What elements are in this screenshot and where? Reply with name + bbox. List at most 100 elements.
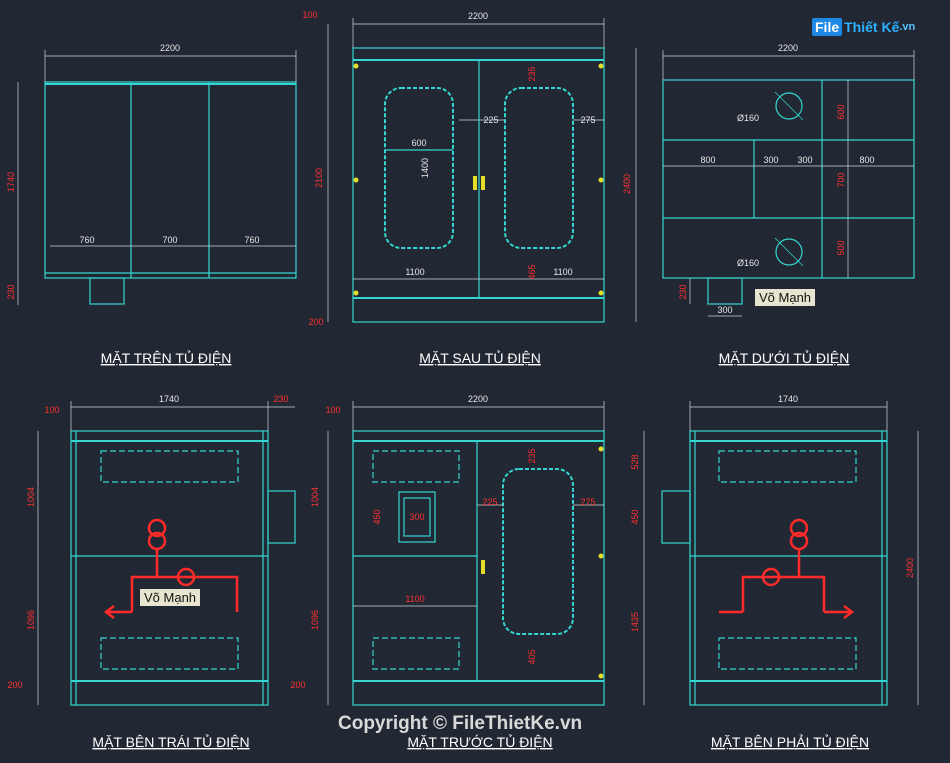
back-w1100b-label: 1100 [553, 267, 572, 277]
top-seg2-label: 700 [162, 235, 177, 245]
front-view [352, 430, 605, 706]
top-height-label: 1740 [6, 172, 16, 192]
bottom-hole-top [775, 92, 803, 120]
bottom-width-label: 2200 [778, 43, 798, 53]
back-base-label: 200 [308, 317, 323, 327]
site-logo: File Thiết Kế .vn [812, 14, 915, 40]
left-h1096-label: 1096 [26, 610, 36, 630]
front-vent-top [372, 450, 460, 483]
left-side-label: 230 [273, 394, 288, 404]
top-width-label: 2200 [160, 43, 180, 53]
right-vent-bottom [718, 637, 857, 670]
bottom-w300b-label: 300 [797, 155, 812, 165]
front-d275-label: 275 [580, 497, 595, 507]
bottom-view-dimensions [662, 50, 915, 317]
top-view-dimensions [17, 50, 297, 305]
front-d225-label: 225 [482, 497, 497, 507]
bottom-h700-label: 700 [836, 172, 846, 187]
back-window-left [384, 87, 454, 249]
left-base-label: 200 [7, 680, 22, 690]
front-h1004-label: 1004 [310, 487, 320, 507]
bottom-view [662, 79, 915, 305]
back-window-right [504, 87, 574, 249]
back-w600-label: 600 [411, 138, 426, 148]
front-meter [398, 491, 436, 543]
top-seg1-label: 760 [79, 235, 94, 245]
left-view-title: MẶT BÊN TRÁI TỦ ĐIỆN [92, 733, 249, 750]
back-view-title: MẶT SAU TỦ ĐIỆN [419, 349, 541, 366]
bottom-w800a-label: 800 [700, 155, 715, 165]
bottom-view-panel [662, 79, 915, 279]
front-d235-label: 235 [527, 448, 537, 463]
author-tag-bottom-view: Võ Mạnh [755, 289, 816, 306]
back-d275-label: 275 [580, 115, 595, 125]
right-total-label: 2400 [905, 558, 915, 578]
front-width-label: 2200 [468, 394, 488, 404]
top-view-panel [44, 81, 297, 279]
front-window [502, 468, 574, 635]
left-side-box [267, 490, 296, 544]
front-top-label: 100 [325, 405, 340, 415]
bottom-w300a-label: 300 [763, 155, 778, 165]
top-view-cable-box [89, 277, 125, 305]
left-symbol [103, 518, 239, 619]
front-base-label: 200 [290, 680, 305, 690]
back-handles [353, 63, 604, 296]
front-h1096-label: 1096 [310, 610, 320, 630]
logo-name: Thiết Kế [844, 19, 900, 35]
left-view-frame [70, 430, 269, 706]
bottom-hole-bottom [775, 238, 803, 266]
bottom-base-label: 230 [678, 284, 688, 299]
right-side-box [661, 490, 691, 544]
right-vent-top [718, 450, 857, 483]
back-width-label: 2200 [468, 11, 488, 21]
right-view-title: MẶT BÊN PHẢI TỦ ĐIỆN [711, 733, 869, 750]
left-width-label: 1740 [159, 394, 179, 404]
right-view-frame [689, 430, 888, 706]
back-w1100a-label: 1100 [405, 267, 424, 277]
left-h1004-label: 1004 [26, 487, 36, 507]
left-view-dimensions [37, 401, 295, 705]
front-w300-label: 300 [409, 512, 424, 522]
bottom-cable-box [707, 277, 743, 305]
right-width-label: 1740 [778, 394, 798, 404]
bottom-h500-label: 500 [836, 240, 846, 255]
top-view-title: MẶT TRÊN TỦ ĐIỆN [101, 349, 232, 366]
right-symbol [719, 518, 855, 619]
bottom-w800b-label: 800 [859, 155, 874, 165]
back-total-label: 2400 [622, 174, 632, 194]
top-view [44, 81, 297, 305]
left-view [70, 430, 296, 706]
back-view-dimensions [327, 18, 637, 322]
left-top-label: 100 [44, 405, 59, 415]
top-base-label: 230 [6, 284, 16, 299]
right-h1435-label: 1435 [630, 612, 640, 632]
bottom-h600-label: 600 [836, 104, 846, 119]
logo-prefix: File [812, 18, 843, 36]
back-h1400-label: 1400 [420, 158, 430, 178]
back-d225-label: 225 [483, 115, 498, 125]
front-d405-label: 405 [527, 649, 537, 664]
front-h450-label: 450 [372, 509, 382, 524]
bottom-hole2-label: Ø160 [737, 258, 759, 268]
left-vent-top [100, 450, 239, 483]
front-hardware [481, 446, 604, 679]
back-view-frame [352, 47, 605, 323]
front-vent-bottom [372, 637, 460, 670]
left-vent-bottom [100, 637, 239, 670]
bottom-view-title: MẶT DƯỚI TỦ ĐIỆN [719, 349, 850, 366]
logo-suffix: .vn [899, 21, 916, 33]
front-view-dimensions [327, 401, 605, 705]
right-h450-label: 450 [630, 509, 640, 524]
back-d235-label: 235 [527, 66, 537, 81]
front-view-title: MẶT TRƯỚC TỦ ĐIỆN [407, 733, 552, 750]
bottom-hole1-label: Ø160 [737, 113, 759, 123]
right-view [661, 430, 888, 706]
back-d465-label: 465 [527, 264, 537, 279]
right-view-dimensions [643, 401, 919, 705]
bottom-w300c-label: 300 [717, 305, 732, 315]
top-seg3-label: 760 [244, 235, 259, 245]
front-w1100-label: 1100 [405, 594, 424, 604]
